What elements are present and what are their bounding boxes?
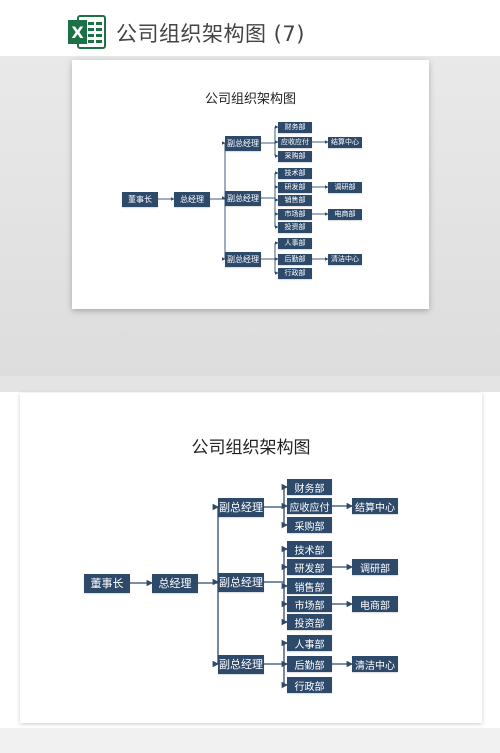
connector-lines: [130, 483, 354, 689]
sub-dept-node: 调研部: [352, 559, 398, 575]
dept-node: 投资部: [278, 221, 312, 233]
dept-node: 行政部: [278, 267, 312, 279]
vice-gm-node: 副总经理: [225, 251, 261, 267]
dept-node: 研发部: [278, 181, 312, 193]
ceo-node: 总经理: [174, 191, 210, 207]
sub-dept-node: 结算中心: [328, 136, 362, 148]
dept-node: 人事部: [278, 237, 312, 249]
chairman-node: 董事长: [122, 191, 158, 207]
dept-node: 采购部: [287, 517, 332, 533]
dept-node: 应收应付: [278, 136, 312, 148]
connector-lines: [158, 125, 329, 275]
preview-thumbnail[interactable]: 公司组织架构图 董事长总经理副总经理财务部应收应付结算中心采购部副总经理技术部研…: [72, 60, 429, 309]
dept-node: 研发部: [287, 559, 332, 575]
section-divider: [0, 376, 500, 392]
sub-dept-node: 结算中心: [352, 498, 398, 514]
vice-gm-node: 副总经理: [218, 572, 264, 592]
vice-gm-node: 副总经理: [225, 135, 261, 151]
dept-node: 后勤部: [278, 253, 312, 265]
page-title: 公司组织架构图 (7): [116, 22, 305, 46]
chart-title: 公司组织架构图: [191, 438, 311, 458]
excel-icon: X: [68, 15, 106, 49]
dept-node: 市场部: [278, 208, 312, 220]
dept-node: 销售部: [287, 578, 332, 594]
sub-dept-node: 清洁中心: [352, 656, 398, 672]
vice-gm-node: 副总经理: [225, 190, 261, 206]
header: X 公司组织架构图 (7): [0, 0, 500, 56]
ceo-node: 总经理: [152, 573, 198, 593]
svg-text:X: X: [71, 23, 84, 42]
dept-node: 市场部: [287, 596, 332, 612]
dept-node: 财务部: [287, 479, 332, 495]
vice-gm-node: 副总经理: [218, 497, 264, 517]
dept-node: 技术部: [278, 167, 312, 179]
chairman-node: 董事长: [84, 573, 130, 593]
sub-dept-node: 清洁中心: [328, 253, 362, 265]
dept-node: 后勤部: [287, 656, 332, 672]
sub-dept-node: 电商部: [328, 208, 362, 220]
sub-dept-node: 调研部: [328, 181, 362, 193]
dept-node: 财务部: [278, 121, 312, 133]
bottom-background: [0, 728, 500, 753]
vice-gm-node: 副总经理: [218, 654, 264, 674]
sub-dept-node: 电商部: [352, 596, 398, 612]
org-chart-card: 公司组织架构图 董事长总经理副总经理财务部应收应付结算中心采购部副总经理技术部研…: [20, 393, 482, 723]
dept-node: 投资部: [287, 614, 332, 630]
dept-node: 应收应付: [287, 498, 332, 514]
dept-node: 人事部: [287, 635, 332, 651]
dept-node: 行政部: [287, 677, 332, 693]
dept-node: 销售部: [278, 194, 312, 206]
dept-node: 采购部: [278, 150, 312, 162]
chart-title: 公司组织架构图: [204, 92, 296, 107]
dept-node: 技术部: [287, 541, 332, 557]
